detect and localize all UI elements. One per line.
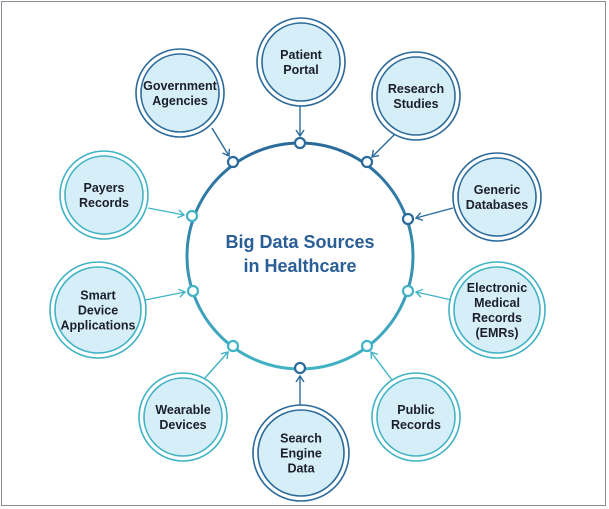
connector-arrow — [371, 133, 396, 158]
ring-connector-dot — [186, 284, 200, 298]
arrowhead-icon — [295, 374, 305, 383]
ring-connector-dot — [293, 136, 307, 150]
source-label-line: Electronic — [467, 281, 527, 295]
ring-connector-dot — [360, 339, 374, 353]
center-title-line1: Big Data Sources — [225, 232, 374, 252]
ring-connector-dot — [293, 361, 307, 375]
source-label-line: Medical — [474, 296, 520, 310]
source-label-line: Engine — [280, 447, 322, 461]
source-label-line: Search — [280, 432, 322, 446]
connector-arrow — [370, 351, 393, 381]
node-fill-circle — [257, 409, 345, 497]
connector-arrow — [415, 291, 453, 301]
source-label-line: Records — [472, 311, 522, 325]
node-fill-circle — [376, 377, 456, 457]
ring-connector-dot — [401, 284, 415, 298]
node-fill-circle — [64, 155, 144, 235]
source-label-line: Generic — [474, 183, 521, 197]
center-title-line2: in Healthcare — [243, 256, 356, 276]
ring-connector-dot — [360, 155, 374, 169]
ring-connector-dot — [226, 339, 240, 353]
source-label-line: Devices — [159, 418, 206, 432]
arrowhead-icon — [222, 148, 231, 158]
node-fill-circle — [261, 22, 341, 102]
arrowhead-icon — [370, 350, 379, 360]
node-fill-circle — [376, 56, 456, 136]
source-label-line: Payers — [83, 181, 124, 195]
source-label-line: Databases — [466, 198, 529, 212]
source-label-line: Records — [391, 418, 441, 432]
arrowhead-icon — [178, 288, 187, 298]
source-label-line: Data — [287, 462, 315, 476]
source-label-line: Agencies — [152, 94, 208, 108]
node-fill-circle — [54, 266, 142, 354]
arrowhead-icon — [177, 209, 186, 219]
connector-arrow — [144, 291, 186, 301]
connector-arrow — [147, 207, 185, 216]
ring-connector-dot — [185, 209, 199, 223]
source-label-line: Portal — [283, 63, 318, 77]
ring-connector-dot — [226, 155, 240, 169]
ring-connector-dot — [401, 212, 415, 226]
arrowhead-icon — [414, 288, 423, 298]
source-label-line: Research — [388, 82, 444, 96]
connector-arrow — [211, 127, 230, 157]
node-fill-circle — [140, 53, 220, 133]
source-label-line: Government — [143, 79, 217, 93]
source-label-line: Public — [397, 403, 435, 417]
source-label-line: Records — [79, 196, 129, 210]
arrowhead-icon — [371, 149, 380, 158]
arrowhead-icon — [295, 129, 305, 138]
node-fill-circle — [143, 377, 223, 457]
arrowhead-icon — [220, 351, 229, 360]
node-fill-circle — [457, 157, 537, 237]
source-label-line: Studies — [393, 97, 438, 111]
node-fill-circle — [453, 266, 541, 354]
source-label-line: Patient — [280, 48, 323, 62]
source-label-line: (EMRs) — [475, 326, 518, 340]
source-label-line: Applications — [60, 319, 135, 333]
source-label-line: Device — [78, 304, 118, 318]
source-label-line: Wearable — [155, 403, 210, 417]
connector-arrow — [204, 351, 229, 379]
connector-arrow — [415, 207, 454, 219]
arrowhead-icon — [414, 212, 424, 221]
source-label-line: Smart — [80, 289, 116, 303]
